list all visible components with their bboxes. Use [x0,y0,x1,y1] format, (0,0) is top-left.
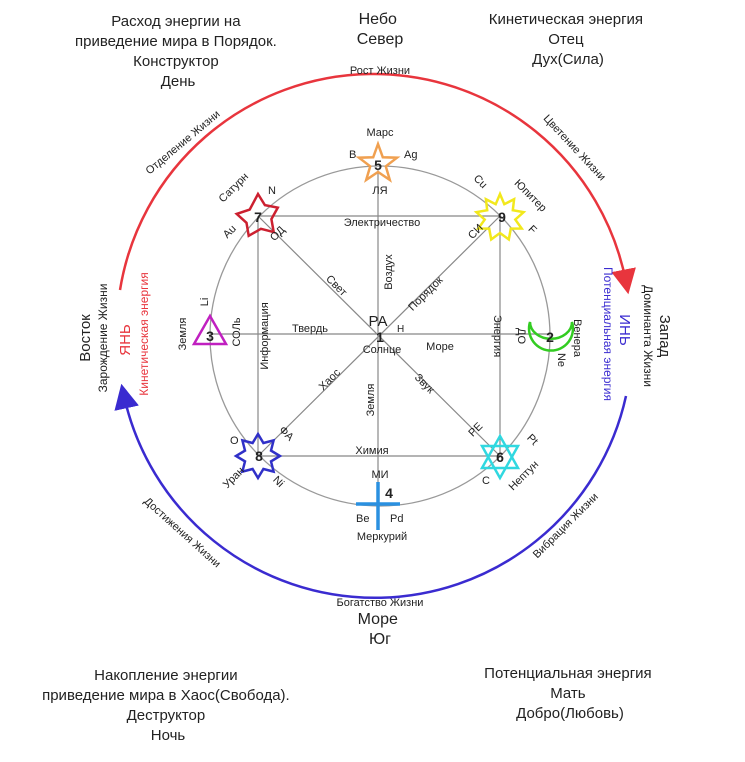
center-sun: Солнце [363,344,402,356]
mars-number: 5 [374,157,382,173]
yan-label: ЯНЬ [117,324,134,356]
line-label-light: Свет [323,273,349,299]
mars-node: 5 Марс B Ag ЛЯ [349,127,417,197]
venus-number: 2 [546,329,554,345]
west-sub-label: Доминанта Жизни [641,285,655,387]
mercury-label: Меркурий [357,531,407,543]
venus-label: Венера [571,319,583,358]
saturn-number: 7 [254,209,262,225]
earth-node: 3 Земля Li СОЛь [177,298,243,351]
saturn-note: ОД [268,224,288,244]
hexagram-down-icon [479,444,521,481]
red-arrow-arc [118,72,636,295]
mercury-node: 4 МИ Be Pd Меркурий [356,469,407,543]
east-sub-label: Зарождение Жизни [96,284,110,393]
mercury-pd: Pd [390,513,403,525]
neptune-c: C [482,475,490,487]
earth-note: СОЛь [231,317,243,346]
arc-label-bottom-left: Достижения Жизни [141,495,222,570]
arc-label-top-right: Цветение Жизни [541,113,608,184]
neptune-label: Нептун [507,459,541,493]
uranus-node: 8 O Уран Ni ФА [221,424,296,491]
yin-sub-label: Потенциальная энергия [601,267,615,401]
arc-label-top-left: Отделение Жизни [144,108,223,177]
main-circle [209,165,551,507]
jupiter-node: 9 Юпитер Cu F СИ [466,173,549,242]
jupiter-label: Юпитер [512,177,549,214]
south-label: Море Юг [358,611,403,648]
top-right-text: Кинетическая энергия Отец Дух(Сила) [489,11,647,68]
east-label: Восток [77,314,94,362]
neptune-note: РЕ [466,420,485,439]
line-label-chemistry: Химия [355,445,388,457]
line-label-sound: Звук [412,372,437,397]
arc-label-bottom-right: Вибрация Жизни [531,491,601,561]
venus-ne: Ne [555,353,567,367]
earth-li: Li [199,298,211,307]
arc-label-top: Рост Жизни [350,65,410,77]
saturn-node: 7 Сатурн N Au ОД [217,171,288,244]
top-left-text: Расход энергии на приведение мира в Поря… [75,13,281,90]
jupiter-number: 9 [498,209,506,225]
mars-b: B [349,149,356,161]
uranus-o: O [230,435,239,447]
jupiter-note: СИ [466,222,486,242]
line-label-hardness: Твердь [292,323,328,335]
line-label-energy: Энергия [491,315,503,357]
bottom-right-text: Потенциальная энергия Мать Добро(Любовь) [484,665,656,722]
line-label-air: Воздух [383,254,395,290]
mars-label: Марс [366,127,394,139]
neptune-pt: Pt [524,432,540,448]
saturn-n: N [268,185,276,197]
crescent-moon-icon [527,321,575,352]
yan-sub-label: Кинетическая энергия [137,272,151,395]
uranus-note: ФА [276,424,296,444]
mercury-be: Be [356,513,369,525]
north-label: Небо Север [357,11,404,48]
eight-star-icon [233,431,283,481]
triangle-icon [191,313,229,346]
jupiter-f: F [525,223,538,236]
line-label-sea: Море [426,341,454,353]
mercury-number: 4 [385,485,393,501]
earth-number: 3 [206,328,214,344]
center-h: Н [397,324,404,335]
center-number: 1 [376,329,384,345]
mercury-note: МИ [371,469,388,481]
bottom-left-text: Накопление энергии приведение мира в Хао… [42,667,294,744]
line-label-order: Порядок [406,274,445,313]
line-label-information: Информация [259,302,271,369]
line-label-chaos: Хаос [317,366,344,393]
venus-note: ДО [515,328,527,344]
venus-node: 2 Венера Ne ДО [515,319,583,367]
west-label: Запад [656,315,673,358]
seven-star-icon [234,191,280,238]
nine-star-icon [473,190,527,242]
hexagram-up-icon [479,433,521,470]
mars-note: ЛЯ [372,185,387,197]
line-label-electricity: Электричество [344,217,421,229]
connection-lines [210,170,550,500]
earth-label: Земля [177,318,189,351]
star-icon [355,140,401,183]
neptune-number: 6 [496,449,504,465]
arc-label-bottom: Богатство Жизни [337,597,424,609]
jupiter-cu: Cu [471,173,489,191]
uranus-number: 8 [255,448,263,464]
saturn-au: Au [221,223,239,241]
line-label-earth: Земля [365,384,377,417]
mars-ag: Ag [404,149,417,161]
blue-arrow-arc [114,383,628,599]
neptune-node: 6 РЕ Pt C Нептун [466,420,541,493]
yin-label: ИНЬ [616,314,633,346]
center-ra: РА [368,313,387,330]
saturn-label: Сатурн [217,171,251,205]
